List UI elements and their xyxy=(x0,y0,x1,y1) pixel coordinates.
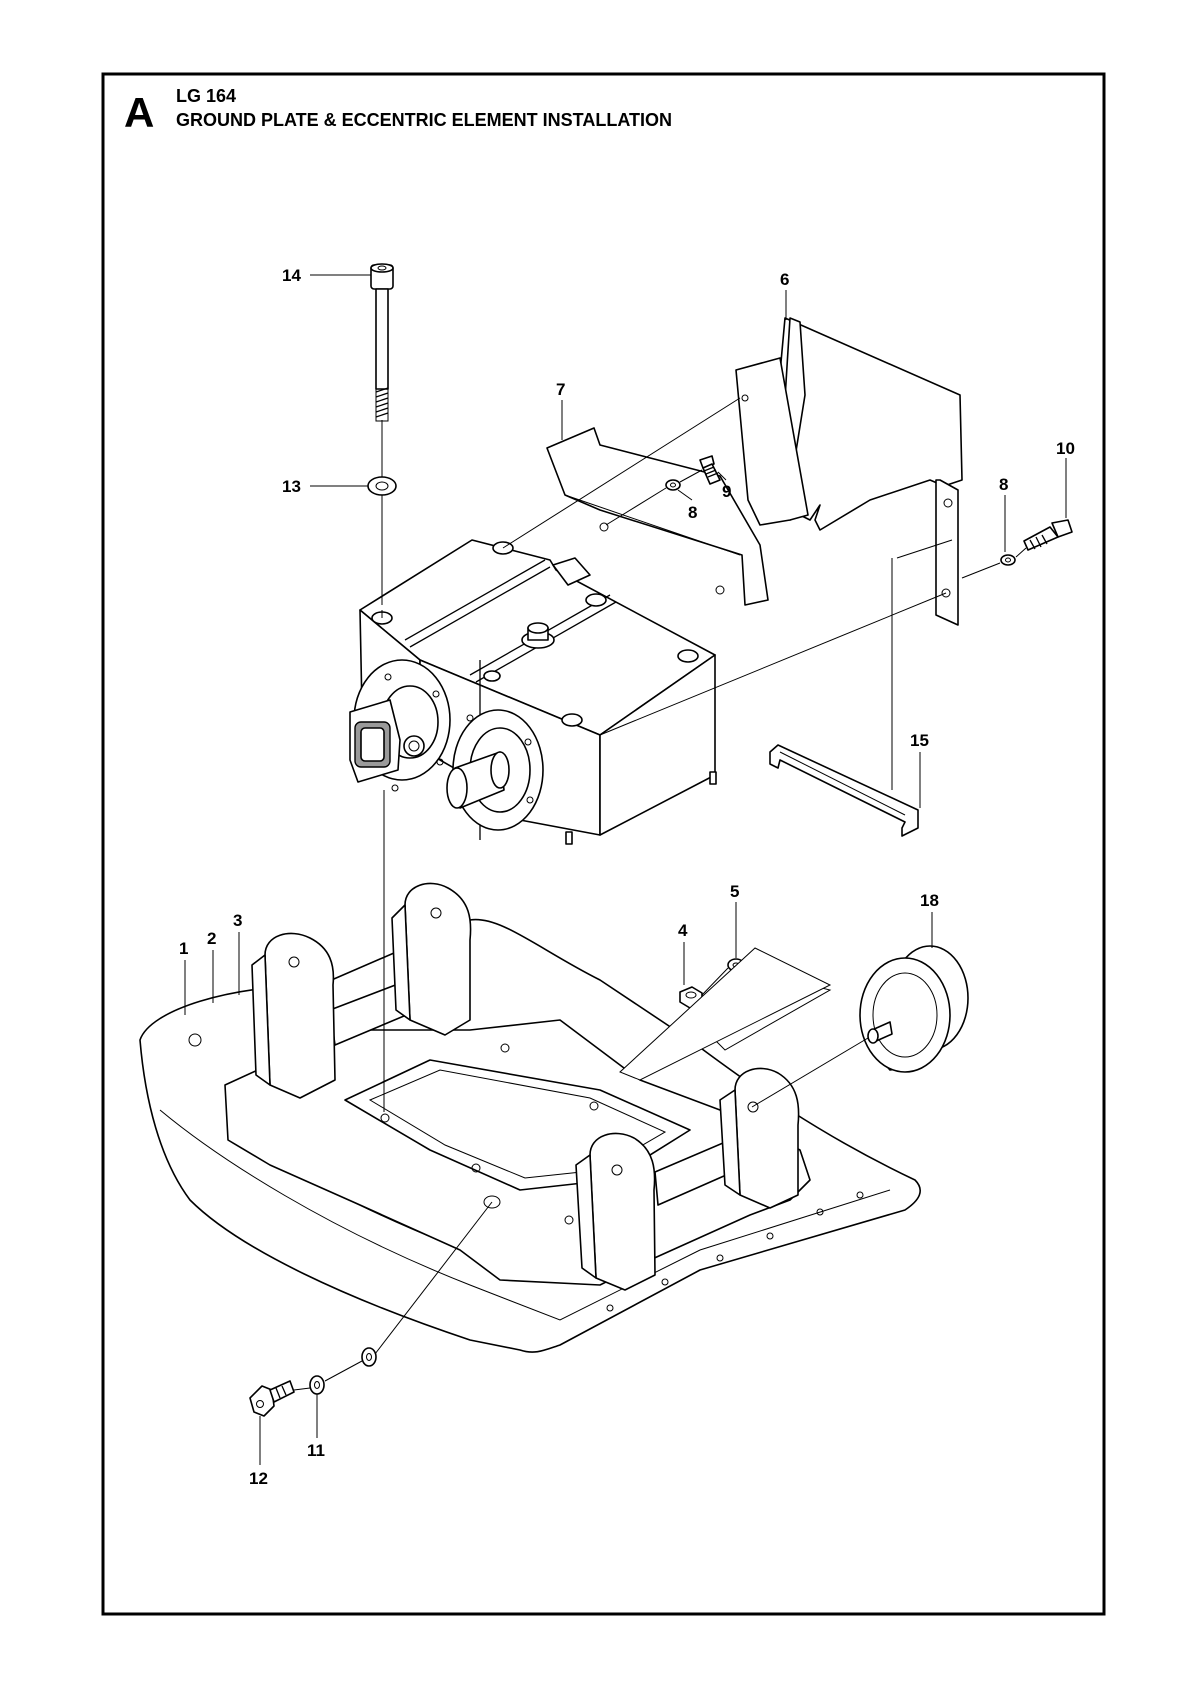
callout-4: 4 xyxy=(678,921,688,940)
callout-5: 5 xyxy=(730,882,739,901)
callout-1: 1 xyxy=(179,939,188,958)
assembly-lines xyxy=(293,397,1027,1391)
callout-10: 10 xyxy=(1056,439,1075,458)
callout-3: 3 xyxy=(233,911,242,930)
callout-14: 14 xyxy=(282,266,301,285)
callout-8-right: 8 xyxy=(999,475,1008,494)
eccentric-right-shaft-end xyxy=(446,709,544,831)
part-9-screw xyxy=(699,455,721,485)
diagram-frame xyxy=(101,72,1106,1616)
part-13-washer xyxy=(367,476,397,496)
callout-11: 11 xyxy=(307,1441,325,1460)
callout-6: 6 xyxy=(780,270,789,289)
callout-2: 2 xyxy=(207,929,216,948)
callout-7: 7 xyxy=(556,380,565,399)
part-12-screw xyxy=(249,1380,295,1417)
part-10-screw xyxy=(1023,519,1073,551)
part-8-washer-right xyxy=(1000,554,1016,566)
part-8-washer-upper xyxy=(665,479,681,491)
callout-13: 13 xyxy=(282,477,301,496)
model-name: LG 164 xyxy=(176,86,236,106)
part-7-bracket xyxy=(546,427,769,606)
eccentric-left-shaft-coupling xyxy=(349,659,451,792)
part-11-washer xyxy=(309,1375,325,1395)
callout-12: 12 xyxy=(249,1469,268,1488)
callout-leaders xyxy=(184,274,1067,1465)
callout-9: 9 xyxy=(722,482,731,501)
callout-8-upper: 8 xyxy=(688,503,697,522)
section-letter: A xyxy=(124,89,154,136)
part-8-washer-lower xyxy=(361,1347,377,1367)
diagram-title: GROUND PLATE & ECCENTRIC ELEMENT INSTALL… xyxy=(176,110,672,130)
part-15-hex-key xyxy=(769,744,919,837)
part-6-cover-plate xyxy=(735,317,963,626)
callout-15: 15 xyxy=(910,731,929,750)
part-18-rubber-buffer xyxy=(859,945,969,1073)
callout-numbers: 14 13 6 7 9 8 8 10 15 5 18 4 3 2 1 11 12 xyxy=(179,266,1075,1488)
callout-18: 18 xyxy=(920,891,939,910)
ground-plate xyxy=(139,882,921,1353)
part-14-long-bolt xyxy=(370,263,394,422)
